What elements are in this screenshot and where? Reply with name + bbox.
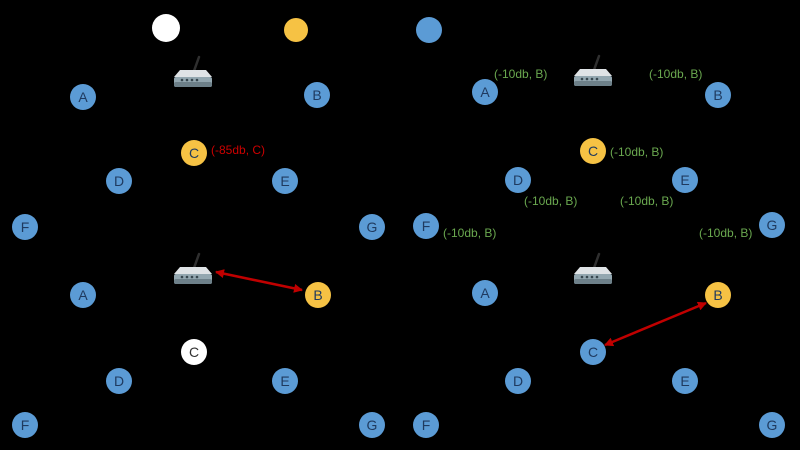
node-bl-a: A (70, 282, 96, 308)
node-bl-b: B (305, 282, 331, 308)
node-tl-c: C (181, 140, 207, 166)
node-tl-f: F (12, 214, 38, 240)
node-br-g: G (759, 412, 785, 438)
annotation-tr-1: (-10db, B) (494, 67, 548, 81)
node-br-e: E (672, 368, 698, 394)
annotation-tl-0: (-85db, C) (211, 143, 266, 157)
legend-circle-blue (416, 17, 442, 43)
node-tr-b: B (705, 82, 731, 108)
node-tl-e: E (272, 168, 298, 194)
annotation-tr-7: (-10db, B) (699, 226, 753, 240)
node-tl-g: G (359, 214, 385, 240)
signal-arrow-bl (215, 269, 303, 293)
annotation-tr-6: (-10db, B) (443, 226, 497, 240)
node-bl-e: E (272, 368, 298, 394)
node-tl-b: B (304, 82, 330, 108)
annotation-tr-2: (-10db, B) (649, 67, 703, 81)
annotation-tr-5: (-10db, B) (620, 194, 674, 208)
annotation-tr-3: (-10db, B) (610, 145, 664, 159)
node-tr-e: E (672, 167, 698, 193)
wifi-router-br (571, 251, 615, 291)
node-tl-d: D (106, 168, 132, 194)
node-tr-a: A (472, 79, 498, 105)
node-bl-f: F (12, 412, 38, 438)
node-tr-d: D (505, 167, 531, 193)
annotation-tr-4: (-10db, B) (524, 194, 578, 208)
legend-circle-white (152, 14, 180, 42)
node-tr-c: C (580, 138, 606, 164)
node-tr-g: G (759, 212, 785, 238)
node-bl-g: G (359, 412, 385, 438)
node-bl-d: D (106, 368, 132, 394)
node-bl-c: C (181, 339, 207, 365)
node-br-f: F (413, 412, 439, 438)
wifi-router-bl (171, 251, 215, 291)
node-br-a: A (472, 280, 498, 306)
signal-arrow-br (604, 301, 707, 347)
node-br-c: C (580, 339, 606, 365)
legend-circle-yellow (284, 18, 308, 42)
node-br-d: D (505, 368, 531, 394)
node-br-b: B (705, 282, 731, 308)
wifi-router-tl (171, 54, 215, 94)
node-tl-a: A (70, 84, 96, 110)
node-tr-f: F (413, 213, 439, 239)
wifi-router-tr (571, 53, 615, 93)
